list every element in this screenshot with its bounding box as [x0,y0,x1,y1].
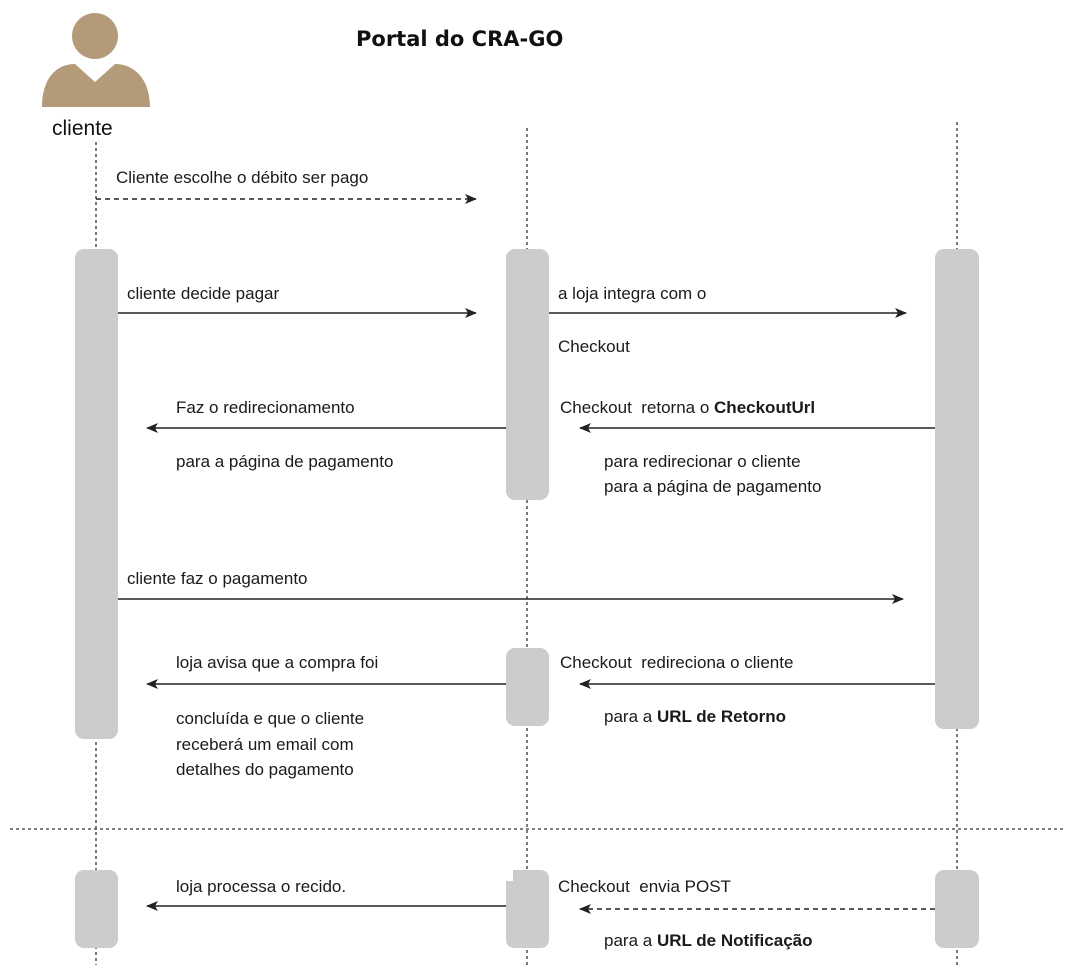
message-notify-line2: concluída e que o cliente [176,709,365,728]
message-process: loja processa o recido. [176,877,347,896]
post-bold: URL de Notificação [656,931,813,950]
message-notify-line3: receberá um email com [176,735,354,754]
message-redirects-line1: Checkout redireciona o cliente [560,653,794,672]
activation-bar-checkout-2 [935,870,979,948]
message-notify-line4: detalhes do pagamento [176,760,354,779]
user-icon [42,13,150,107]
message-redirect-line2: para a página de pagamento [176,452,394,471]
activation-bar-portal-2 [506,648,549,726]
redirects-bold: URL de Retorno [656,707,787,726]
activation-bar-client-2 [75,870,118,948]
message-returns-line2: para redirecionar o cliente [604,452,801,471]
message-pays: cliente faz o pagamento [127,569,308,588]
message-integrate-line1: a loja integra com o [558,284,707,303]
message-post-line1: Checkout envia POST [558,877,731,896]
message-choose-debt: Cliente escolhe o débito ser pago [116,168,369,187]
message-notify-line1: loja avisa que a compra foi [176,653,379,672]
message-returns-line3: para a página de pagamento [604,477,822,496]
message-integrate-line2: Checkout [558,337,630,356]
message-redirect-line1: Faz o redirecionamento [176,398,355,417]
diagram-title: Portal do CRA-GO [356,27,564,51]
activation-bar-portal-3 [506,870,549,948]
message-decide-pay: cliente decide pagar [127,284,280,303]
message-redirects-return: para a URL de Retorno [604,706,786,727]
activation-bar-checkout-1 [935,249,979,729]
redirects-prefix: para a [604,707,657,726]
activation-bar-client-1 [75,249,118,739]
returns-prefix: Checkout retorna o [560,398,715,417]
actor-label: cliente [52,117,113,140]
activation-bar-portal-1 [506,249,549,500]
message-returns-url: Checkout retorna o CheckoutUrl [560,397,815,418]
post-prefix: para a [604,931,657,950]
message-post-notification: para a URL de Notificação [604,930,813,951]
returns-bold: CheckoutUrl [714,398,816,417]
